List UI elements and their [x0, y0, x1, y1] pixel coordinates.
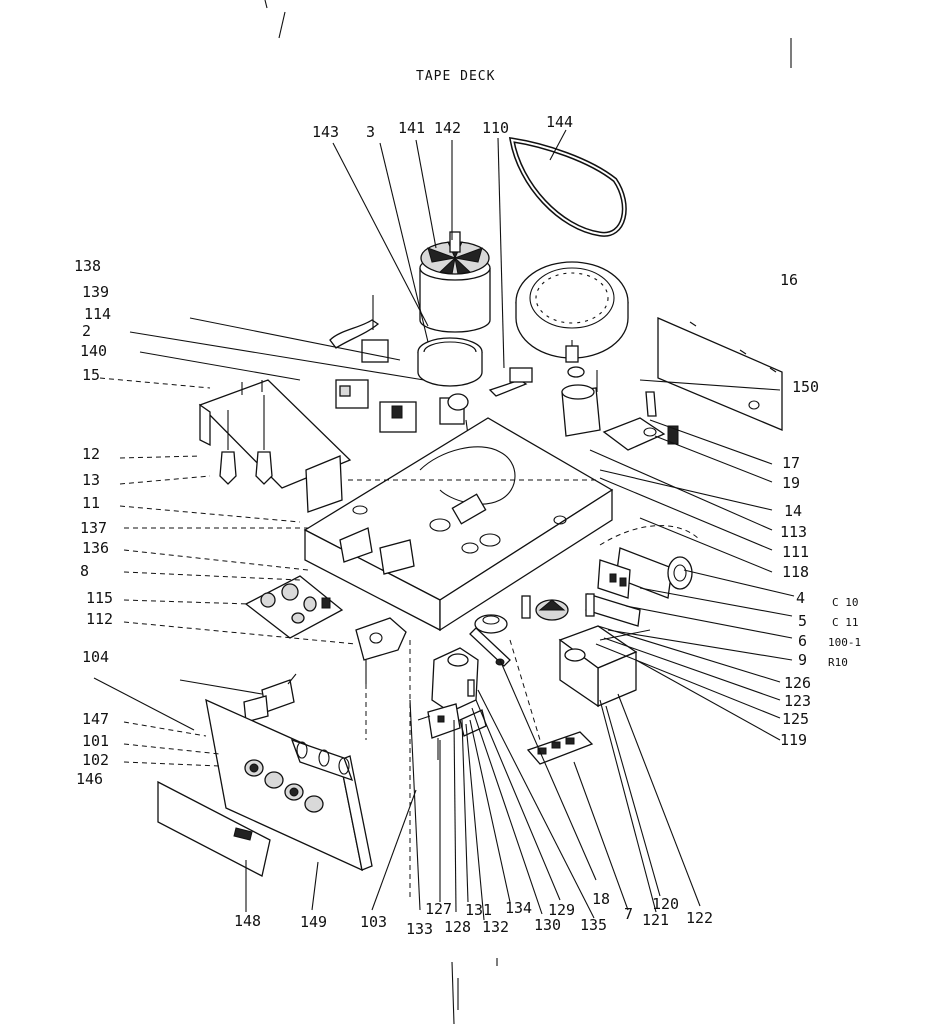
small-board: [526, 731, 594, 765]
label-8: 8: [80, 562, 89, 580]
upper-left-brackets: [329, 295, 533, 451]
label-150: 150: [792, 378, 819, 396]
label-11: 11: [82, 494, 100, 512]
pulley: [469, 614, 511, 667]
motor-fan: [420, 231, 490, 275]
label-9: 9: [798, 651, 807, 669]
right-plate: [657, 317, 783, 431]
label-12: 12: [82, 445, 100, 463]
label-113: 113: [780, 523, 807, 541]
label-c10: C 10: [832, 596, 859, 609]
label-101: 101: [82, 732, 109, 750]
label-128: 128: [444, 918, 471, 936]
capstan-assembly: [561, 366, 679, 451]
label-134: 134: [505, 899, 532, 917]
label-125: 125: [782, 710, 809, 728]
main-chassis: [303, 417, 614, 632]
label-110: 110: [482, 119, 509, 137]
label-144: 144: [546, 113, 573, 131]
label-102: 102: [82, 751, 109, 769]
left-pcb: [244, 575, 344, 639]
label-123: 123: [784, 692, 811, 710]
label-122: 122: [686, 909, 713, 927]
motor: [417, 231, 491, 387]
label-136: 136: [82, 539, 109, 557]
label-120: 120: [652, 895, 679, 913]
label-130: 130: [534, 916, 561, 934]
label-147: 147: [82, 710, 109, 728]
drive-belt: [508, 137, 627, 237]
label-140: 140: [80, 342, 107, 360]
label-115: 115: [86, 589, 113, 607]
label-7: 7: [624, 905, 633, 923]
part-labels: 143 3 141 142 110 144 138 139 114 2 140 …: [74, 113, 861, 938]
bottom-plate: [157, 780, 271, 877]
label-2: 2: [82, 322, 91, 340]
label-121: 121: [642, 911, 669, 929]
label-14: 14: [784, 502, 802, 520]
label-c11: C 11: [832, 616, 859, 629]
switch-bracket: [355, 617, 407, 740]
label-16: 16: [780, 271, 798, 289]
label-100-1: 100-1: [828, 636, 861, 649]
label-112: 112: [86, 610, 113, 628]
label-141: 141: [398, 119, 425, 137]
label-135: 135: [580, 916, 607, 934]
label-138: 138: [74, 257, 101, 275]
label-132: 132: [482, 918, 509, 936]
right-motor: [585, 525, 701, 627]
label-137: 137: [80, 519, 107, 537]
head-assembly: [417, 647, 487, 760]
label-148: 148: [234, 912, 261, 930]
label-118: 118: [782, 563, 809, 581]
switch-shaft: [93, 673, 297, 731]
label-133: 133: [406, 920, 433, 938]
label-3: 3: [366, 123, 375, 141]
label-111: 111: [782, 543, 809, 561]
label-119: 119: [780, 731, 807, 749]
label-15: 15: [82, 366, 100, 384]
label-5: 5: [798, 612, 807, 630]
label-4: 4: [796, 589, 805, 607]
label-17: 17: [782, 454, 800, 472]
label-139: 139: [82, 283, 109, 301]
label-146: 146: [76, 770, 103, 788]
left-bracket: [198, 379, 352, 513]
flywheel: [515, 261, 629, 363]
label-104: 104: [82, 648, 109, 666]
label-103: 103: [360, 913, 387, 931]
label-131: 131: [465, 901, 492, 919]
label-13: 13: [82, 471, 100, 489]
label-126: 126: [784, 674, 811, 692]
diagram-title: TAPE DECK: [416, 69, 495, 84]
label-18: 18: [592, 890, 610, 908]
label-6: 6: [798, 632, 807, 650]
label-114: 114: [84, 305, 111, 323]
right-lower-bracket: [521, 593, 651, 708]
label-r10: R10: [828, 656, 848, 669]
scan-marks: [264, 0, 792, 1025]
label-149: 149: [300, 913, 327, 931]
label-19: 19: [782, 474, 800, 492]
label-129: 129: [548, 901, 575, 919]
label-142: 142: [434, 119, 461, 137]
leader-lines: [99, 129, 795, 921]
label-143: 143: [312, 123, 339, 141]
label-127: 127: [425, 900, 452, 918]
front-panel: [205, 698, 373, 872]
